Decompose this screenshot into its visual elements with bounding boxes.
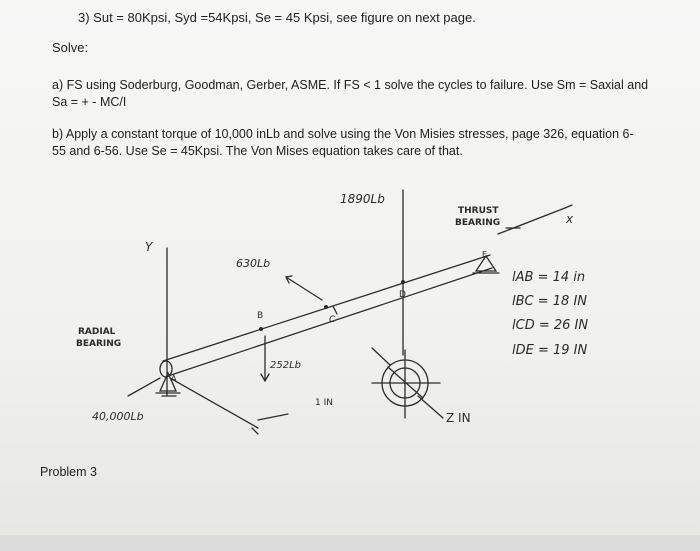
cross-section-diag-2: [371, 347, 391, 366]
cross-section-diag-1: [387, 366, 424, 399]
point-c-dot: [324, 305, 328, 309]
load-40000-arrow: [127, 377, 161, 397]
label-point-e: E: [482, 250, 488, 259]
x-axis-tick: [564, 204, 573, 209]
part-b-line-2: 55 and 6-56. Use Se = 45Kpsi. The Von Mi…: [52, 144, 463, 158]
label-radial-1: RADIAL: [78, 327, 116, 337]
label-l-de: lDE = 19 IN: [512, 343, 588, 358]
z-axis-line: [169, 377, 259, 429]
figure-caption: Problem 3: [40, 465, 97, 479]
radial-bearing-a: [158, 371, 178, 392]
z-mark: [251, 427, 259, 435]
part-b-line-1: b) Apply a constant torque of 10,000 inL…: [52, 127, 634, 141]
label-1in: 1 IN: [315, 398, 333, 408]
gear-c-mark: [332, 305, 338, 315]
label-axis-y: Y: [145, 240, 153, 254]
label-point-a: A: [171, 374, 177, 383]
label-l-bc: lBC = 18 IN: [512, 294, 587, 309]
label-thrust-2: BEARING: [455, 218, 501, 228]
part-a-line-2: Sa = + - MC/I: [52, 95, 127, 109]
dim-1in-line: [257, 413, 289, 421]
label-l-cd: lCD = 26 IN: [512, 318, 589, 333]
label-630lb: 630Lb: [236, 257, 271, 270]
label-point-d: D: [399, 290, 406, 300]
solve-label: Solve:: [52, 40, 89, 55]
page-bottom-edge: [0, 535, 700, 551]
load-630-arrowhead: [285, 275, 293, 284]
label-point-c: C: [329, 315, 336, 325]
load-630-arrow: [285, 276, 323, 301]
problem-header: 3) Sut = 80Kpsi, Syd =54Kpsi, Se = 45 Kp…: [78, 10, 476, 25]
label-1890lb: 1890Lb: [340, 192, 385, 206]
point-b-dot: [259, 327, 263, 331]
part-a-line-1: a) FS using Soderburg, Goodman, Gerber, …: [52, 78, 649, 92]
label-point-b: B: [257, 311, 264, 321]
label-radial-2: BEARING: [76, 339, 122, 349]
label-2in: Z IN: [446, 411, 471, 425]
thrust-bearing-e: [474, 254, 498, 272]
label-l-ab: lAB = 14 in: [512, 270, 586, 285]
label-252lb: 252Lb: [270, 360, 302, 371]
label-40000lb: 40,000Lb: [92, 410, 144, 423]
load-252-arrowhead: [260, 373, 270, 383]
x-axis-line: [497, 207, 566, 235]
label-thrust-1: THRUST: [458, 206, 499, 216]
point-d-dot: [401, 280, 405, 284]
label-axis-x: x: [566, 212, 574, 226]
dim-2in-leader: [417, 395, 444, 419]
shaft-lower-edge: [167, 267, 493, 377]
